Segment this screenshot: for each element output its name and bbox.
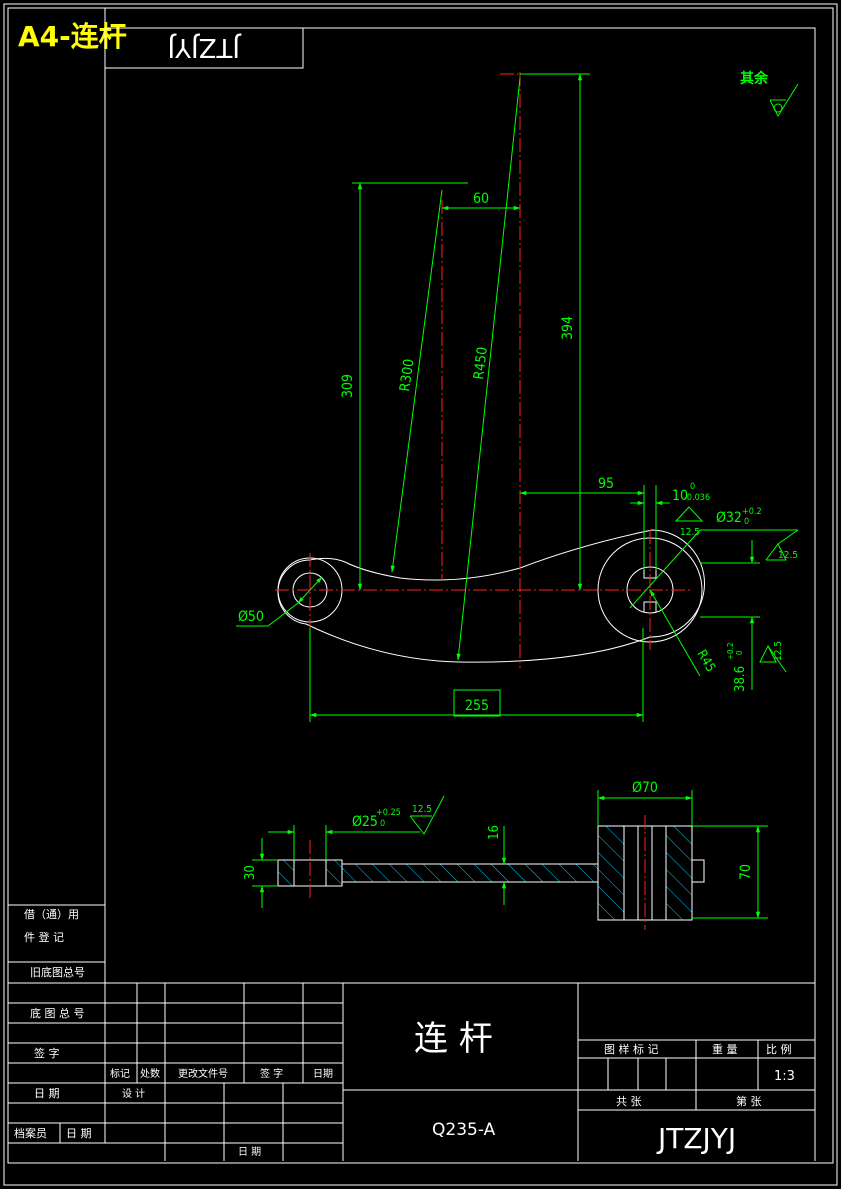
svg-text:图 样 标 记: 图 样 标 记 bbox=[604, 1042, 659, 1056]
svg-text:12.5: 12.5 bbox=[778, 550, 798, 561]
roughness-note-label: 其余 bbox=[740, 70, 769, 87]
svg-text:日 期: 日 期 bbox=[66, 1127, 92, 1140]
svg-text:-0.036: -0.036 bbox=[684, 493, 710, 503]
svg-text:共 张: 共 张 bbox=[616, 1095, 642, 1108]
dim-30: 30 bbox=[243, 865, 258, 880]
title-block: 底 图 总 号 签 字 日 期 档案员 日 期 标记 处数 更改文件号 签 字 … bbox=[8, 982, 816, 1161]
svg-text:+0.2: +0.2 bbox=[726, 643, 735, 660]
material: Q235-A bbox=[432, 1120, 496, 1140]
svg-text:底 图 总 号: 底 图 总 号 bbox=[30, 1006, 85, 1020]
roughness-symbol-b bbox=[765, 529, 799, 561]
dim-10: 10 bbox=[672, 488, 688, 504]
roughness-symbol-c bbox=[759, 644, 787, 673]
svg-text:0: 0 bbox=[735, 650, 744, 655]
dim-r450: R450 bbox=[471, 346, 491, 381]
svg-text:件 登 记: 件 登 记 bbox=[24, 930, 64, 944]
mirrored-code-box bbox=[104, 27, 304, 69]
svg-text:12.5: 12.5 bbox=[412, 804, 432, 815]
svg-text:借（通）用: 借（通）用 bbox=[24, 908, 79, 921]
svg-text:旧底图总号: 旧底图总号 bbox=[30, 965, 85, 979]
dim-309: 309 bbox=[340, 374, 356, 398]
svg-text:签 字: 签 字 bbox=[34, 1046, 60, 1060]
svg-text:0: 0 bbox=[690, 482, 695, 492]
svg-text:签 字: 签 字 bbox=[260, 1067, 283, 1080]
svg-text:12.5: 12.5 bbox=[680, 527, 700, 538]
mirrored-code: JTZJYJ bbox=[167, 32, 242, 62]
roughness-symbol bbox=[769, 83, 799, 118]
svg-text:日 期: 日 期 bbox=[34, 1087, 60, 1100]
dim-dia70: Ø70 bbox=[632, 780, 658, 796]
svg-text:+0.25: +0.25 bbox=[376, 808, 401, 818]
outer-frame bbox=[3, 3, 838, 1186]
sheet-label: A4-连杆 bbox=[18, 20, 127, 53]
svg-text:档案员: 档案员 bbox=[14, 1126, 47, 1140]
part-name: 连 杆 bbox=[414, 1019, 493, 1059]
drawing-code: JTZJYJ bbox=[656, 1122, 736, 1155]
dim-dia32: Ø32 bbox=[716, 510, 742, 526]
roughness-symbol-d bbox=[409, 795, 445, 835]
svg-text:0: 0 bbox=[744, 517, 749, 527]
svg-text:JTZJYJ: JTZJYJ bbox=[167, 32, 242, 62]
svg-text:0: 0 bbox=[380, 819, 385, 829]
dim-95: 95 bbox=[598, 476, 614, 492]
drawing-area-frame bbox=[104, 27, 816, 984]
dim-16: 16 bbox=[487, 825, 502, 840]
dim-70: 70 bbox=[738, 864, 754, 880]
dim-38-6: 38.6 bbox=[733, 666, 748, 692]
dim-60: 60 bbox=[473, 191, 489, 207]
roughness-symbol-a bbox=[674, 506, 704, 522]
side-table: 借（通）用 件 登 记 旧底图总号 bbox=[7, 904, 106, 984]
svg-text:+0.2: +0.2 bbox=[742, 507, 762, 517]
inner-border bbox=[7, 7, 834, 1164]
svg-text:第 张: 第 张 bbox=[736, 1094, 762, 1108]
svg-text:比 例: 比 例 bbox=[766, 1042, 792, 1056]
dim-394: 394 bbox=[560, 316, 576, 340]
web-section bbox=[341, 863, 601, 883]
svg-text:标记: 标记 bbox=[110, 1068, 130, 1080]
svg-text:处数: 处数 bbox=[140, 1067, 160, 1080]
dim-dia25: Ø25 bbox=[352, 814, 378, 830]
section-view: Ø70 70 Ø25 +0.25 0 12.5 16 30 bbox=[243, 780, 768, 930]
dim-dia50: Ø50 bbox=[238, 609, 264, 625]
scale-value: 1:3 bbox=[774, 1069, 795, 1084]
front-view: 60 394 309 R300 R450 95 10 0 -0.036 12.5… bbox=[236, 72, 799, 722]
svg-text:日期: 日期 bbox=[313, 1068, 333, 1080]
svg-text:设 计: 设 计 bbox=[122, 1087, 145, 1100]
svg-text:日 期: 日 期 bbox=[238, 1146, 261, 1158]
dim-r300: R300 bbox=[397, 358, 417, 393]
svg-text:更改文件号: 更改文件号 bbox=[178, 1067, 228, 1080]
svg-text:12.5: 12.5 bbox=[773, 641, 784, 661]
svg-text:重 量: 重 量 bbox=[712, 1042, 738, 1056]
dim-255: 255 bbox=[465, 698, 489, 714]
